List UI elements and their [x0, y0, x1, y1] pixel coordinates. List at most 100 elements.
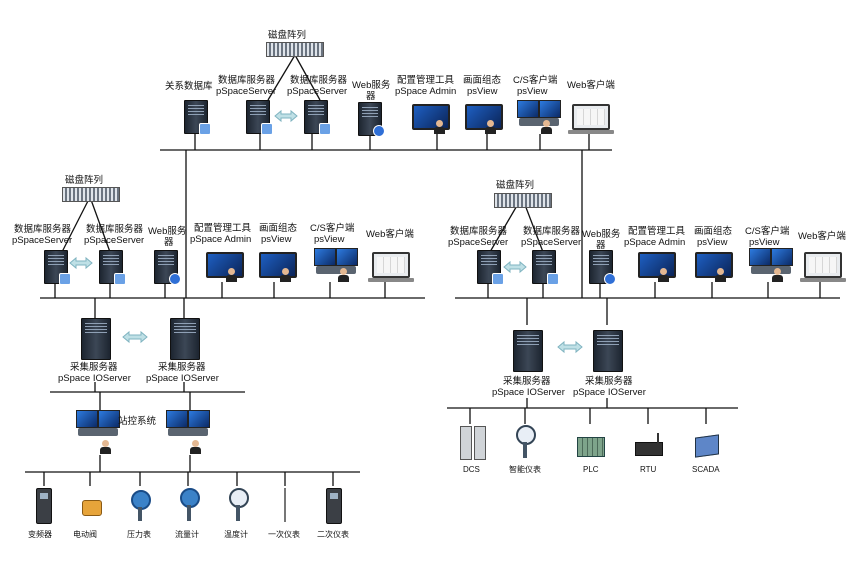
- io-server-icon: [593, 330, 623, 372]
- db-server-icon: [532, 250, 559, 285]
- db-server-a-icon: [246, 100, 273, 135]
- right-io-server-b-en: pSpace IOServer: [573, 387, 646, 398]
- cs-client-label-en: psView: [517, 86, 548, 97]
- screen-config-workstation-icon: [695, 252, 733, 278]
- left-io-server-b-en: pSpace IOServer: [146, 373, 219, 384]
- station-console-icon: [166, 410, 210, 446]
- db-server-a-label-cn: 数据库服务器: [218, 75, 276, 86]
- scada-icon: [695, 434, 719, 458]
- field-device-label: 流量计: [175, 530, 199, 539]
- field-device-label: 变频器: [28, 530, 52, 539]
- right-db-server-a-cn: 数据库服务器: [450, 226, 508, 237]
- db-server-icon: [99, 250, 126, 285]
- field-device-label: DCS: [463, 465, 480, 474]
- field-device-label: RTU: [640, 465, 657, 474]
- operator-icon: [434, 120, 445, 134]
- field-device-label: SCADA: [692, 465, 720, 474]
- left-web-server-2: 器: [164, 237, 174, 248]
- right-cs-client-en: psView: [749, 237, 780, 248]
- left-io-server-a-cn: 采集服务器: [70, 362, 118, 373]
- left-io-server-b-cn: 采集服务器: [158, 362, 206, 373]
- sync-arrow-left-io: [122, 330, 148, 344]
- dcs-cabinet-icon: [460, 426, 472, 460]
- left-cs-client-en: psView: [314, 234, 345, 245]
- operator-icon: [541, 120, 552, 134]
- right-config-tool-cn: 配置管理工具: [628, 226, 686, 237]
- operator-icon: [715, 268, 726, 282]
- db-server-b-label-cn: 数据库服务器: [290, 75, 348, 86]
- left-db-server-b-en: pSpaceServer: [84, 235, 145, 246]
- right-config-tool-en: pSpace Admin: [624, 237, 686, 248]
- db-server-icon: [477, 250, 504, 285]
- field-device-label: 电动阀: [73, 530, 97, 539]
- cs-client-console-icon: [749, 248, 793, 284]
- left-config-tool-en: pSpace Admin: [190, 234, 252, 245]
- config-tool-label-cn: 配置管理工具: [397, 75, 455, 86]
- config-tool-label-en: pSpace Admin: [395, 86, 457, 97]
- web-server-icon: [154, 250, 181, 285]
- right-io-server-b-cn: 采集服务器: [585, 376, 633, 387]
- field-device-label: 二次仪表: [317, 530, 349, 539]
- disk-array-icon: [62, 187, 120, 202]
- db-server-icon: [44, 250, 71, 285]
- right-io-server-a-en: pSpace IOServer: [492, 387, 565, 398]
- left-cs-client-cn: C/S客户端: [310, 223, 355, 234]
- rtu-icon: [635, 433, 663, 456]
- operator-icon: [772, 268, 783, 282]
- screen-config-workstation-icon: [259, 252, 297, 278]
- left-web-server-1: Web服务: [148, 226, 187, 237]
- screen-config-workstation-icon: [465, 104, 503, 130]
- left-web-client-label: Web客户端: [366, 229, 414, 240]
- thermometer-stem: [236, 505, 240, 521]
- web-server-icon: [358, 102, 385, 137]
- smart-instrument-stem: [523, 442, 527, 458]
- right-web-server-2: 器: [596, 240, 606, 251]
- left-disk-array-label: 磁盘阵列: [65, 175, 104, 186]
- operator-icon: [658, 268, 669, 282]
- io-server-icon: [170, 318, 200, 360]
- secondary-instrument-icon: [326, 488, 342, 524]
- sync-arrow-left: [69, 256, 93, 270]
- field-device-label: 智能仪表: [509, 465, 541, 474]
- relational-db-server-icon: [184, 100, 211, 135]
- web-client-laptop-icon: [368, 252, 414, 282]
- right-screen-config-en: psView: [697, 237, 728, 248]
- io-server-icon: [81, 318, 111, 360]
- left-screen-config-en: psView: [261, 234, 292, 245]
- left-db-server-a-cn: 数据库服务器: [14, 224, 72, 235]
- right-web-client-label: Web客户端: [798, 231, 846, 242]
- left-config-tool-cn: 配置管理工具: [194, 223, 252, 234]
- field-device-label: 一次仪表: [268, 530, 300, 539]
- db-server-b-icon: [304, 100, 331, 135]
- disk-array-label: 磁盘阵列: [268, 30, 307, 41]
- web-server-label-2: 器: [366, 91, 376, 102]
- right-io-server-a-cn: 采集服务器: [503, 376, 551, 387]
- operator-icon: [485, 120, 496, 134]
- sync-arrow-right-io: [557, 340, 583, 354]
- field-device-label: 温度计: [224, 530, 248, 539]
- operator-icon: [280, 268, 291, 282]
- right-db-server-b-cn: 数据库服务器: [523, 226, 581, 237]
- left-db-server-a-en: pSpaceServer: [12, 235, 73, 246]
- operator-icon: [226, 268, 237, 282]
- operator-icon: [190, 440, 201, 454]
- io-server-icon: [513, 330, 543, 372]
- sync-arrow-right: [503, 260, 527, 274]
- web-server-label-1: Web服务: [352, 80, 391, 91]
- config-workstation-icon: [206, 252, 244, 278]
- field-device-label: PLC: [583, 465, 599, 474]
- plc-icon: [577, 437, 605, 457]
- station-system-label: 站控系统: [118, 416, 157, 427]
- primary-instrument-icon: [284, 488, 286, 522]
- right-db-server-a-en: pSpaceServer: [448, 237, 509, 248]
- operator-icon: [338, 268, 349, 282]
- web-client-laptop-icon: [800, 252, 846, 282]
- web-server-icon: [589, 250, 616, 285]
- station-console-icon: [76, 410, 120, 446]
- db-server-a-label-en: pSpaceServer: [216, 86, 277, 97]
- web-client-laptop-icon: [568, 104, 614, 134]
- right-disk-array-label: 磁盘阵列: [496, 180, 535, 191]
- left-io-server-a-en: pSpace IOServer: [58, 373, 131, 384]
- screen-config-label-cn: 画面组态: [463, 75, 502, 86]
